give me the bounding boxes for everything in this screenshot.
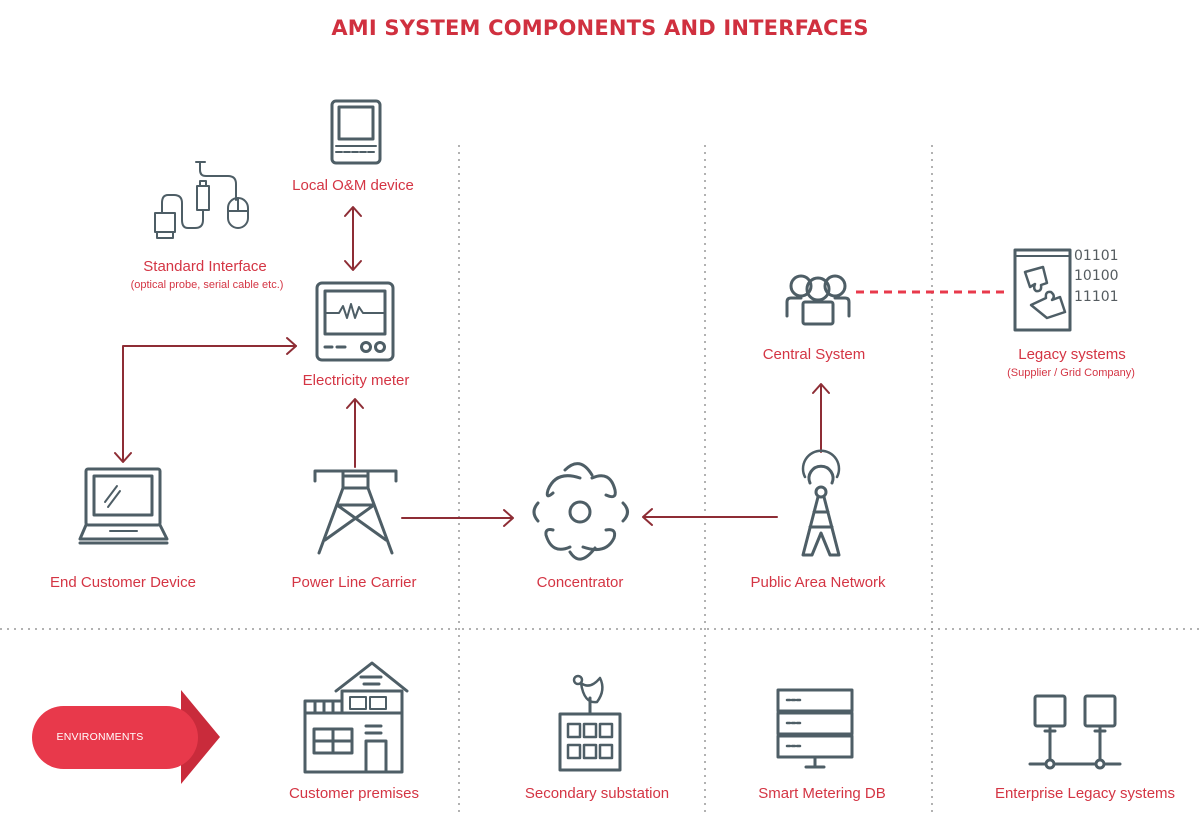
house-icon <box>303 661 409 774</box>
electricity-meter-label: Electricity meter <box>302 372 410 389</box>
network-icon <box>1028 694 1122 770</box>
env-customer-premises-label: Customer premises <box>288 785 420 802</box>
env-smart-metering-db-label: Smart Metering DB <box>758 785 886 802</box>
substation-icon <box>558 674 622 772</box>
arrow-plc-concentrator <box>401 509 514 527</box>
env-enterprise-legacy-label: Enterprise Legacy systems <box>994 785 1176 802</box>
binary-line-1: 01101 <box>1074 248 1119 264</box>
radio-tower-icon <box>801 449 841 557</box>
arrow-plc-meter <box>346 398 364 468</box>
env-secondary-substation-label: Secondary substation <box>524 785 670 802</box>
arrow-customer-meter <box>114 337 297 463</box>
standard-interface-label: Standard Interface <box>143 258 267 275</box>
local-om-device-label: Local O&M device <box>292 177 414 194</box>
server-icon <box>776 688 854 769</box>
legacy-systems-label: Legacy systems <box>1018 346 1126 363</box>
laptop-icon <box>78 467 169 545</box>
connectors <box>114 206 830 527</box>
cables-icon <box>154 161 249 239</box>
arrow-om-meter <box>344 206 362 271</box>
meter-icon <box>315 281 395 362</box>
power-line-carrier-label: Power Line Carrier <box>291 574 417 591</box>
legacy-systems-sublabel: (Supplier / Grid Company) <box>1007 367 1135 379</box>
binary-line-3: 11101 <box>1074 289 1119 305</box>
diagram-title: AMI SYSTEM COMPONENTS AND INTERFACES <box>331 16 869 40</box>
environments-label: ENVIRONMENTS <box>56 731 144 743</box>
pylon-icon <box>313 469 398 555</box>
environments-banner <box>32 690 220 784</box>
arrow-pan-central <box>812 383 830 453</box>
public-area-network-label: Public Area Network <box>750 574 886 591</box>
users-icon <box>785 274 851 326</box>
central-system-label: Central System <box>762 346 866 363</box>
atom-icon <box>532 462 629 561</box>
handheld-terminal-icon <box>330 99 382 165</box>
binary-line-2: 10100 <box>1074 268 1119 284</box>
standard-interface-sublabel: (optical probe, serial cable etc.) <box>130 279 284 291</box>
concentrator-label: Concentrator <box>536 574 624 591</box>
end-customer-device-label: End Customer Device <box>50 574 196 591</box>
arrow-pan-concentrator <box>642 508 778 526</box>
puzzle-doc-icon <box>1013 248 1072 332</box>
